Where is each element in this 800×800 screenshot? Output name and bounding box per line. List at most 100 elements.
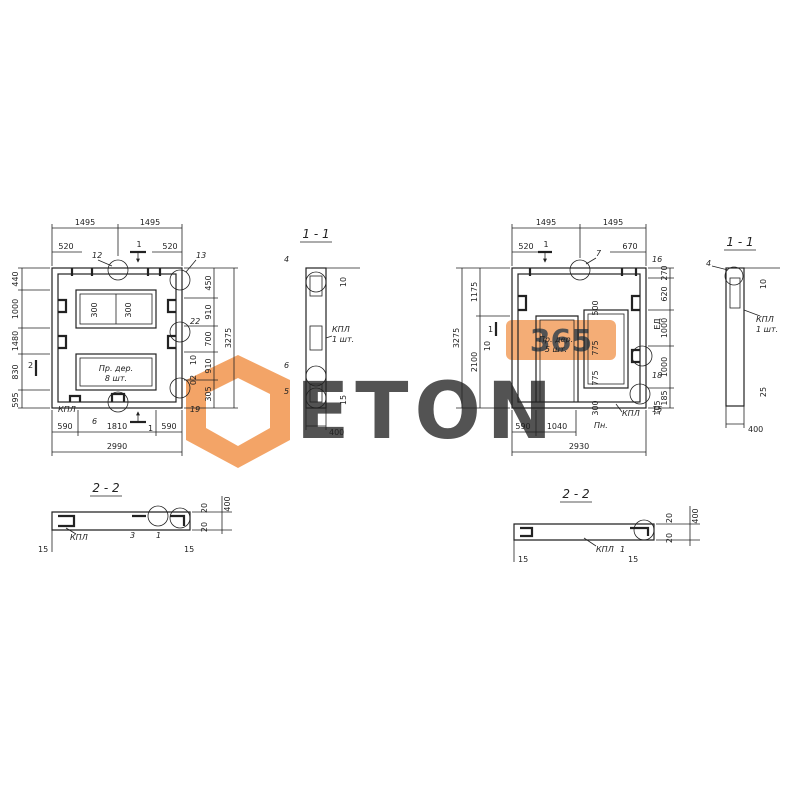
section-b-1-1: 1 - 1 4 КПЛ 1 шт. 10 25 400	[706, 235, 780, 434]
panel-a-right-dim-4: 305	[204, 386, 213, 401]
panel-b-section-num-top: 1	[543, 240, 548, 249]
panel-b-callout-circle-7	[569, 259, 591, 281]
panel-a-callout-circle-6	[107, 391, 129, 413]
section-b-2-2-dim-1: 15	[628, 555, 638, 564]
panel-b-right-dim-2: 1000	[660, 318, 669, 338]
panel-a-top-dim-right: 1495	[140, 218, 160, 227]
section-a-1-1-callout-circle-6	[305, 365, 327, 387]
panel-a-callout-circle-13	[169, 269, 191, 291]
panel-b-label-in: Пн.	[594, 421, 608, 430]
section-b-2-2-grooves	[520, 526, 650, 538]
panel-a-right-dim-3: 910	[204, 358, 213, 373]
watermark: 365 ETON	[186, 320, 616, 468]
panel-a-callout-19: 19	[190, 405, 200, 414]
section-b-1-1-callout-leader	[711, 265, 729, 271]
panel-b-door-inner	[539, 319, 575, 402]
panel-b-window-opening	[583, 309, 629, 389]
section-a-1-1-dim-1: 15	[339, 395, 348, 405]
panel-b-right-dim-4: 185	[660, 390, 669, 405]
section-b-1-1-callout-circle-4	[724, 266, 744, 286]
panel-a-section-num-left: 2	[28, 361, 33, 370]
section-a-1-1-callout-circle-4	[305, 271, 327, 293]
section-a-2-2-callout-3: 3	[130, 531, 135, 540]
panel-a-small-num-0: 10	[189, 355, 198, 365]
section-a-2-2-kpl: КПЛ	[70, 533, 88, 542]
section-b-2-2-kpl-leader	[583, 537, 597, 547]
panel-b-top-dim-right: 1495	[603, 218, 623, 227]
panel-b-total-width: 2930	[569, 442, 589, 451]
panel-b-callout-18: 18	[652, 371, 662, 380]
panel-b-top-dim-left: 1495	[536, 218, 556, 227]
section-b-2-2: 2 - 2 КПЛ 1 15 15 20 20 400	[513, 487, 700, 564]
section-b-2-2-callout-1: 1	[620, 545, 625, 554]
panel-a-right-dim-1: 910	[204, 304, 213, 319]
watermark-badge	[506, 320, 616, 360]
section-a-1-1-callout-5: 5	[284, 387, 289, 396]
panel-a-kpl-label: КПЛ	[58, 405, 76, 414]
panel-a-left-dim-3: 830	[11, 364, 20, 379]
section-b-2-2-dim-3: 20	[665, 533, 674, 543]
panel-b-sub-dim-left: 520	[518, 242, 533, 251]
panel-a-note-line1: Пр. дер.	[99, 364, 133, 373]
panel-b-note-line1: Пр. дер.	[539, 335, 573, 344]
panel-b-right-dim-3: 1000	[660, 357, 669, 377]
section-a-2-2-grooves	[58, 514, 186, 528]
panel-b-inner-dim-1: 775	[591, 340, 600, 355]
panel-a-sub-dim-left: 520	[58, 242, 73, 251]
panel-b-callout-circle-18	[631, 345, 653, 367]
panel-b-sub-dim-right: 670	[622, 242, 637, 251]
section-a-1-1-callout-6: 6	[284, 361, 289, 370]
section-a-2-2-callout-circle-3	[147, 505, 169, 527]
panel-b-inner-outline	[517, 273, 641, 403]
section-a-2-2-dim-4: 400	[223, 496, 232, 511]
panel-b-section-num-left: 1	[488, 325, 493, 334]
section-b-2-2-dim-4: 400	[691, 508, 700, 523]
section-a-2-2-title: 2 - 2	[92, 481, 119, 495]
section-b-1-1-dim-1: 25	[759, 387, 768, 397]
panel-a-callout-12: 12	[92, 251, 102, 260]
section-a-2-2-dim-1: 15	[184, 545, 194, 554]
section-a-1-1-callout-circle-5	[305, 387, 327, 409]
section-a-1-1-note-line2: 1 шт.	[332, 335, 354, 344]
panel-b-left-dim-0: 1175	[470, 282, 479, 302]
panel-a-callout-leader-12	[97, 259, 113, 267]
section-a-1-1-top-slot	[309, 275, 323, 297]
panel-b-callout-7: 7	[596, 249, 602, 258]
panel-b-inner-dim-3: 300	[591, 400, 600, 415]
panel-a-callout-22: 22	[190, 317, 200, 326]
panel-a-right-dim-2: 700	[204, 331, 213, 346]
panel-a-left-dim-4: 595	[11, 392, 20, 407]
panel-a-window-dim-right: 300	[124, 302, 133, 317]
section-a-2-2-callout-circle-1	[169, 507, 191, 529]
panel-a-left-dim-2: 1480	[11, 331, 20, 351]
panel-b-kpl-label: КПЛ	[622, 409, 640, 418]
panel-b-right-dim-0: 270	[660, 265, 669, 280]
panel-a-bottom-dim-2: 590	[161, 422, 176, 431]
panel-a-window-dim-left: 300	[90, 302, 99, 317]
section-b-1-1-title: 1 - 1	[726, 235, 753, 249]
panel-b-outline	[511, 267, 647, 409]
panel-a-callout-circle-19	[169, 377, 191, 399]
panel-b-right-dim-1: 620	[660, 286, 669, 301]
panel-a-callout-leader-13	[185, 259, 197, 273]
panel-a-callout-13: 13	[196, 251, 206, 260]
panel-b-elevation: 1495 1495 520 670 3275 1175 2100 270 620…	[452, 218, 674, 456]
section-a-2-2-callout-1: 1	[156, 531, 161, 540]
panel-b-inner-dim-2: 775	[591, 370, 600, 385]
panel-a-callout-circle-12	[107, 259, 129, 281]
panel-a-top-ribs	[70, 268, 162, 276]
section-a-1-1-dim-0: 10	[339, 277, 348, 287]
section-a-1-1-callout-4: 4	[284, 255, 289, 264]
panel-a-elevation: 1495 1495 520 520 440 1000 1480 830 595 …	[11, 218, 238, 456]
panel-b-small-num-2: 105	[653, 400, 662, 415]
panel-a-total-height: 3275	[224, 328, 233, 348]
section-a-2-2-dim-2: 20	[200, 503, 209, 513]
section-b-1-1-note-line2: 1 шт.	[756, 325, 778, 334]
panel-a-sub-dim-right: 520	[162, 242, 177, 251]
section-b-1-1-body	[725, 267, 745, 407]
section-b-2-2-dim-0: 15	[518, 555, 528, 564]
panel-a-right-dim-0: 450	[204, 275, 213, 290]
panel-a-section-num-bottom: 1	[148, 424, 153, 433]
section-a-2-2-dim-3: 20	[200, 522, 209, 532]
section-b-1-1-note-leader	[743, 309, 761, 317]
